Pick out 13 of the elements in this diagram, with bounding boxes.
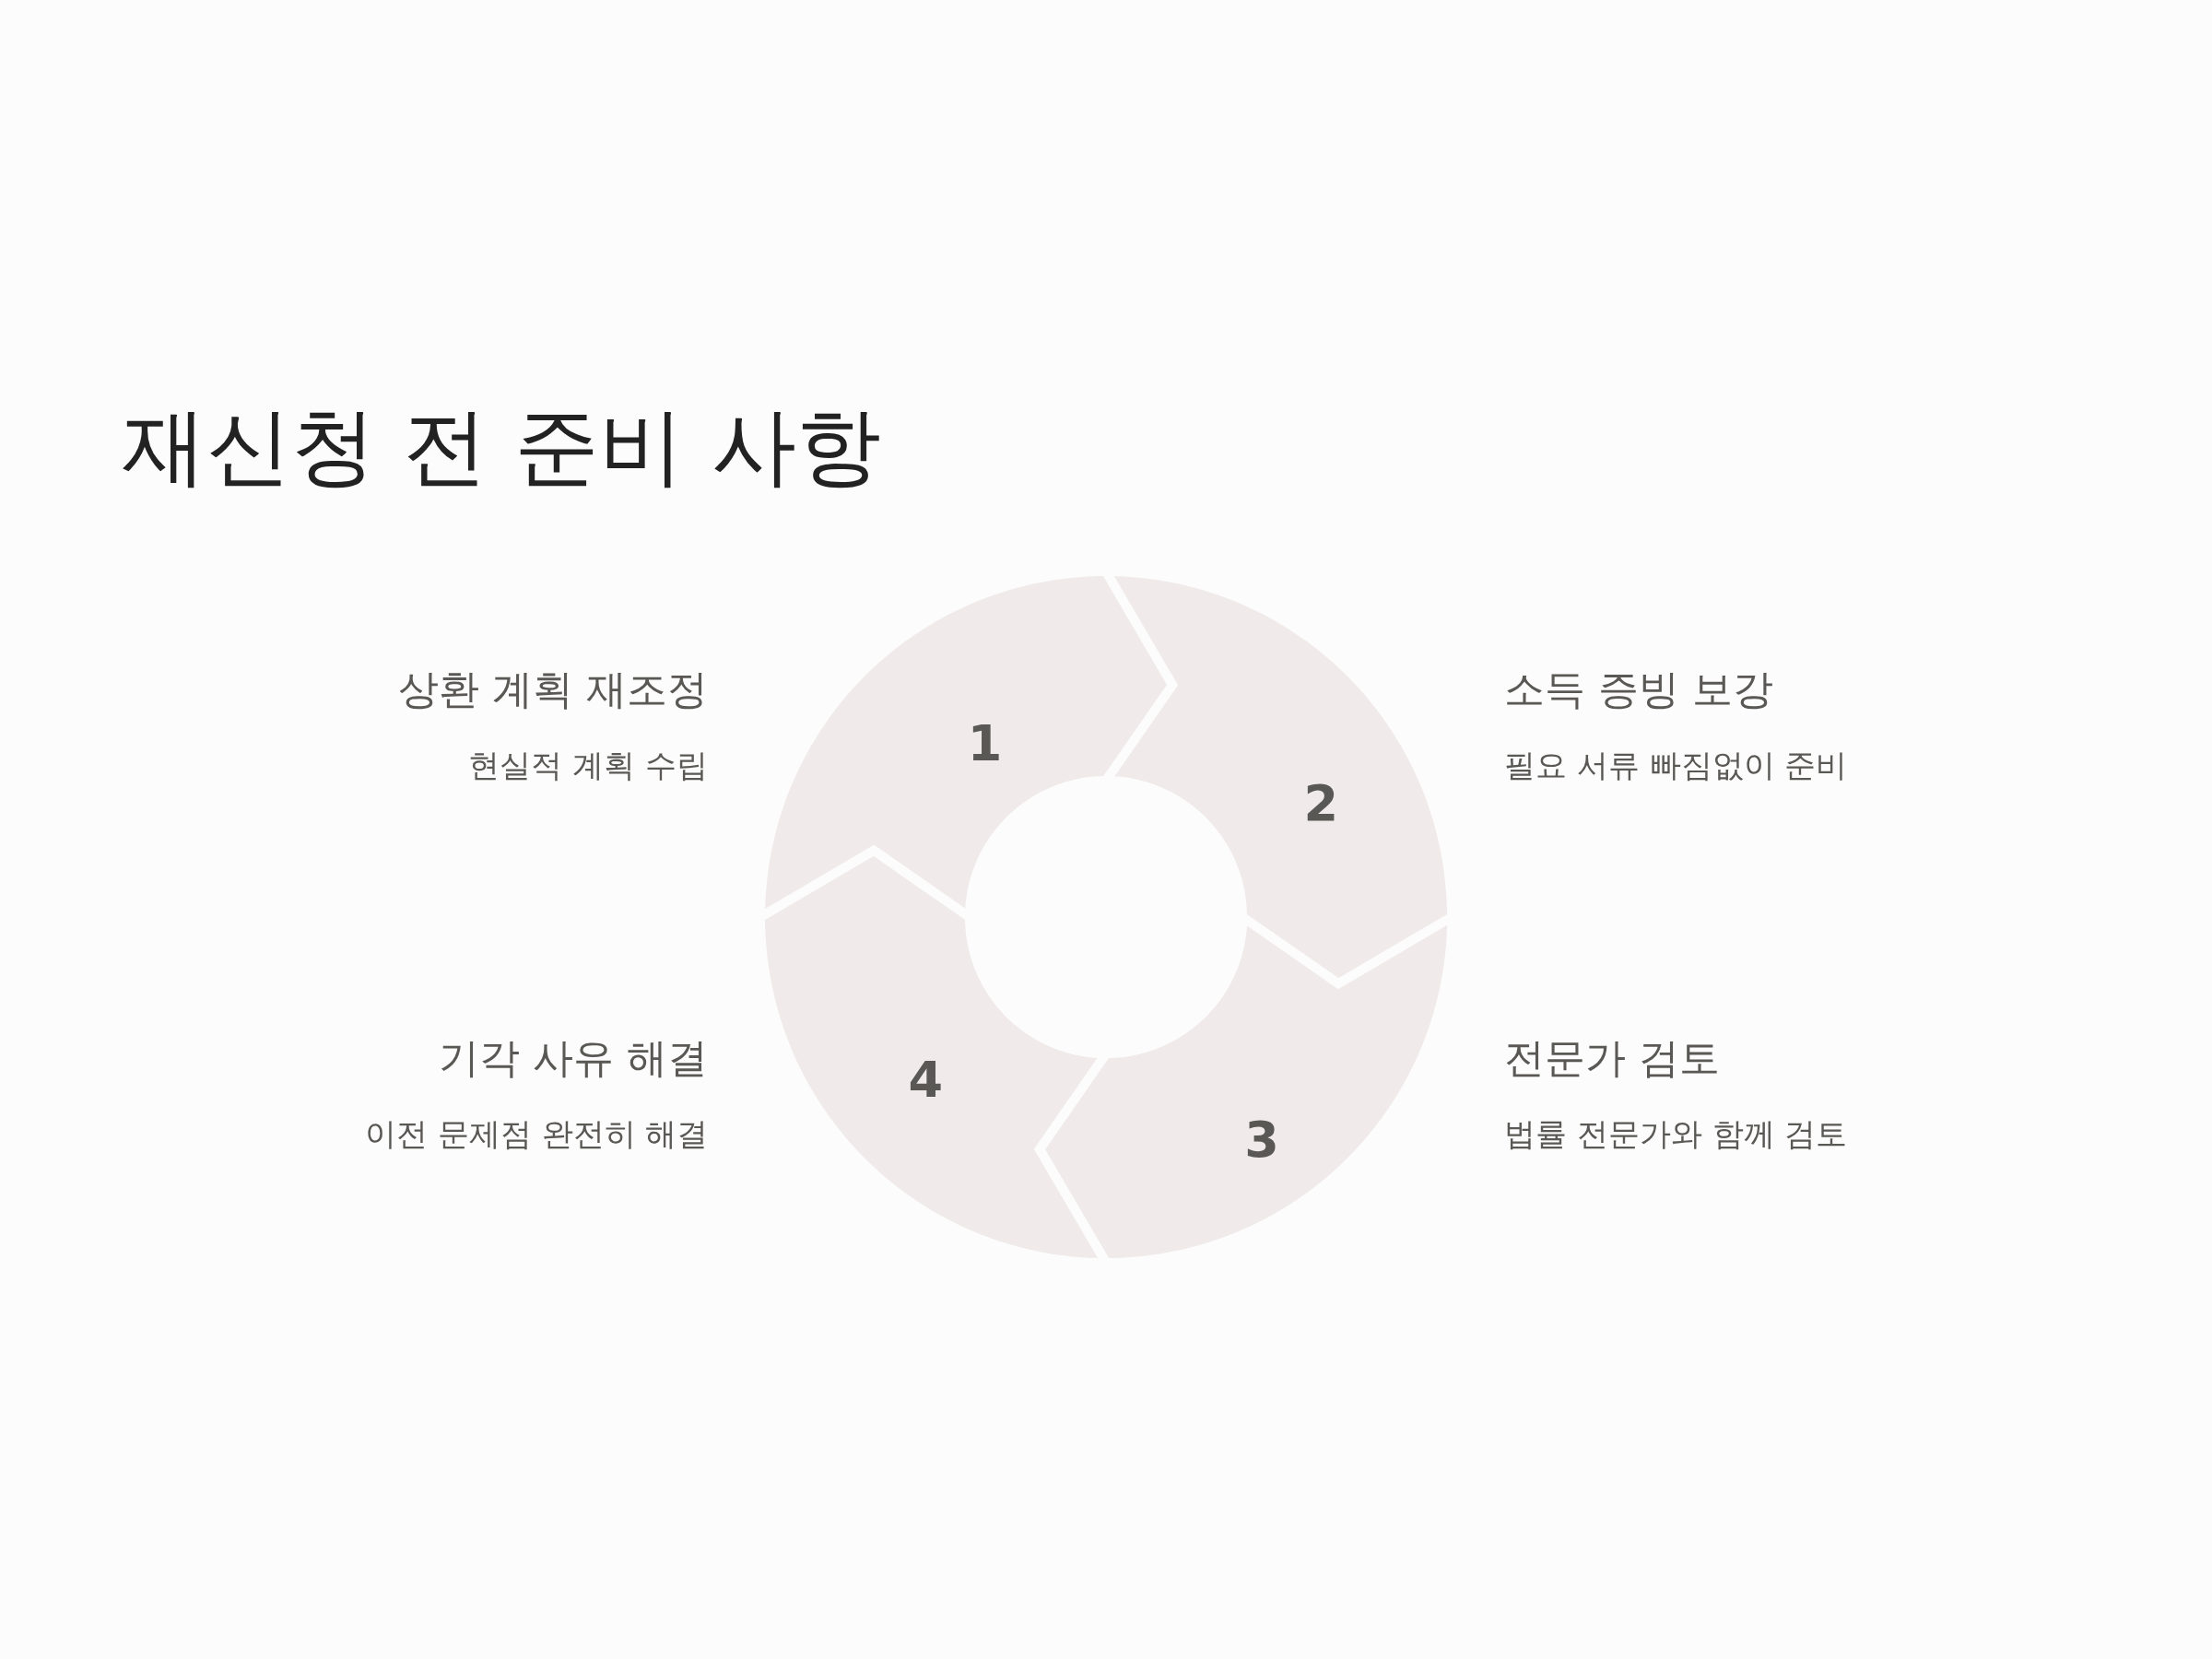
step-number: 4 xyxy=(908,1055,943,1106)
step-number: 2 xyxy=(1303,778,1339,829)
step-heading: 기각 사유 해결 xyxy=(439,1034,708,1083)
step-description: 이전 문제점 완전히 해결 xyxy=(365,1115,709,1153)
step-number: 1 xyxy=(967,719,1003,770)
step-description: 필요 서류 빠짐없이 준비 xyxy=(1504,747,1848,784)
step-number: 3 xyxy=(1244,1114,1279,1165)
step-description: 법률 전문가와 함께 검토 xyxy=(1504,1115,1848,1153)
step-description: 현실적 계획 수립 xyxy=(468,747,708,784)
diagram-title: 재신청 전 준비 사항 xyxy=(122,396,881,498)
step-heading: 상환 계획 재조정 xyxy=(398,665,708,714)
step-heading: 전문가 검토 xyxy=(1504,1034,1720,1083)
step-heading: 소득 증빙 보강 xyxy=(1504,665,1773,714)
